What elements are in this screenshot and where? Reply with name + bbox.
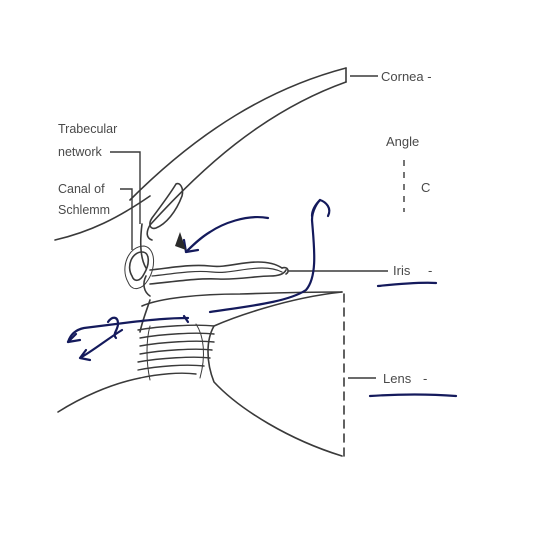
label-canal-1: Canal of [58,182,105,196]
label-lens-tick: - [423,371,427,386]
label-iris: Iris [393,263,411,278]
ink-flow-arrow-head [310,198,331,218]
ciliary-top [141,291,343,307]
ink-small-arrow [78,328,124,362]
cornea-outer [129,67,347,201]
arrow-head-icon [175,232,186,250]
anatomy [54,67,347,457]
trabecular-leader [110,151,141,224]
trabecular-wall [140,223,147,269]
canal-outer [124,245,154,289]
label-lens: Lens [383,371,412,386]
label-angle-c: C [421,180,430,195]
ink-arrow-to-angle [184,216,270,254]
ink-arrow-to-angle-head [182,238,200,254]
label-trabecular-1: Trabecular [58,122,117,136]
iris-root [143,275,151,297]
ink-scribble [106,316,120,340]
lens-outline [207,291,343,457]
label-iris-tick: - [428,263,432,278]
label-trabecular-2: network [58,145,103,159]
label-cornea: Cornea - [381,69,432,84]
cornea-inner [146,81,347,241]
canal-of-schlemm [128,251,150,282]
iris-tip [281,266,289,275]
labels: Cornea - Angle C Trabecular network Cana… [58,69,432,386]
globe-lower-curve [57,377,141,413]
iris-lower [149,269,287,285]
ink-flow-left-head [66,332,82,344]
iris-upper [149,261,283,271]
label-canal-2: Schlemm [58,203,110,217]
iris-mid [151,267,283,277]
canal-leader [120,188,133,250]
ciliary-processes [137,323,215,381]
cornea-inner-loop [149,182,184,230]
ink-underline-lens [368,393,458,398]
ink-flow-left [66,316,190,344]
leader-lines [110,75,405,379]
label-angle: Angle [386,134,419,149]
ink-tick-small [182,314,190,324]
ink-underline-iris [376,281,438,288]
ink-annotations [66,198,458,398]
